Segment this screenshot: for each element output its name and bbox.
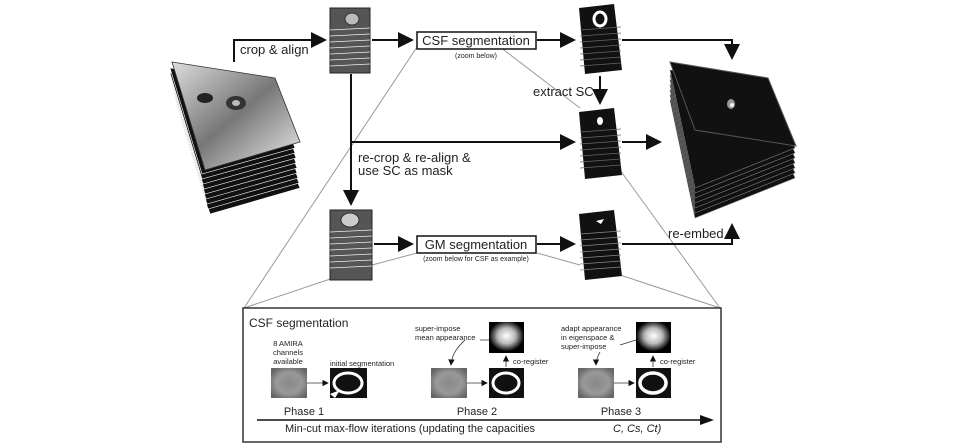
phase-3-label: Phase 3 xyxy=(601,406,641,418)
phase-2-label: Phase 2 xyxy=(457,406,497,418)
phase2-segmentation-image xyxy=(489,368,524,398)
csf-inset-panel: CSF segmentation 8 AMIRA channels availa… xyxy=(242,307,722,443)
inset-title: CSF segmentation xyxy=(249,316,348,330)
aligned-stack-bottom xyxy=(329,209,373,281)
gm-box-label: GM segmentation xyxy=(425,237,528,252)
arrow-crop-align xyxy=(233,32,327,62)
recrop-label-2: use SC as mask xyxy=(358,163,453,178)
gm-segmentation-box xyxy=(416,235,537,254)
adapt-label-1: adapt appearance xyxy=(561,324,621,333)
adapt-label-2: in eigenspace & xyxy=(561,333,614,342)
extract-sc-label: extract SC xyxy=(533,84,594,99)
phase2-registered-image xyxy=(489,322,524,353)
axis-label: Min-cut max-flow iterations (updating th… xyxy=(285,423,536,435)
csf-zoom-note: (zoom below) xyxy=(455,53,497,60)
arrow-csf-to-reembed xyxy=(622,39,740,60)
phase-1-label: Phase 1 xyxy=(284,406,324,418)
flow-arrows xyxy=(233,32,740,252)
phase3-segmentation-image xyxy=(636,368,671,398)
re-embedded-stack xyxy=(669,61,797,219)
amira-label-3: available xyxy=(273,357,303,366)
initial-seg-label: initial segmentation xyxy=(330,359,394,368)
adapt-label-3: super-impose xyxy=(561,342,606,351)
arrow-re-embed xyxy=(622,223,740,245)
csf-segmentation-box xyxy=(416,31,537,50)
crop-align-label: crop & align xyxy=(240,42,309,57)
csf-result-stack xyxy=(579,4,622,74)
coregister-label-1: co-register xyxy=(513,357,549,366)
recrop-label-1: re-crop & re-align & xyxy=(358,150,471,165)
gm-result-stack xyxy=(579,210,622,280)
coregister-label-2: co-register xyxy=(660,357,696,366)
sc-extracted-stack xyxy=(579,108,622,179)
zoom-projection-lines xyxy=(243,46,721,309)
amira-channel-image xyxy=(271,368,307,398)
gm-zoom-note: (zoom below for CSF as example) xyxy=(423,256,529,263)
initial-segmentation-image xyxy=(330,368,367,398)
superimpose-label-2: mean appearance xyxy=(415,333,475,342)
aligned-stack-top xyxy=(329,7,371,74)
amira-label-2: channels xyxy=(273,348,303,357)
csf-box-label: CSF segmentation xyxy=(422,33,530,48)
phase2-mean-appearance-image xyxy=(431,368,467,398)
phase3-registered-image xyxy=(636,322,671,353)
re-embed-label: re-embed xyxy=(668,226,724,241)
superimpose-label-1: super-impose xyxy=(415,324,460,333)
amira-label-1: 8 AMIRA xyxy=(273,339,303,348)
mri-input-stack xyxy=(169,61,301,215)
capacities-label: C, Cs, Ct) xyxy=(613,423,662,435)
phase3-adapted-appearance-image xyxy=(578,368,614,398)
